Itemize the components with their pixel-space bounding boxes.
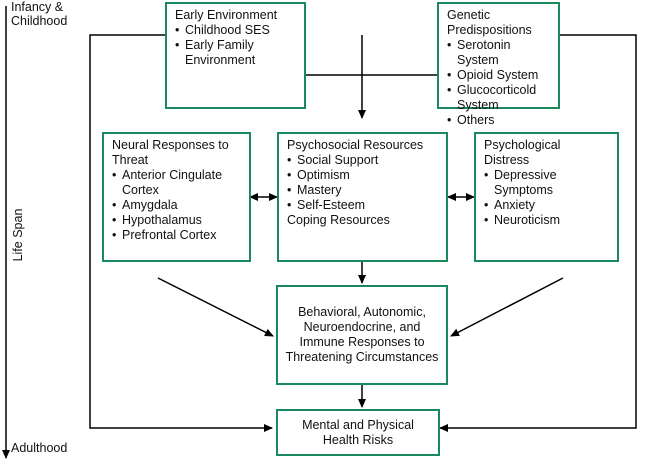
- behavioral-responses-box: Behavioral, Autonomic, Neuroendocrine, a…: [276, 285, 448, 385]
- box-text: Behavioral, Autonomic, Neuroendocrine, a…: [285, 305, 439, 364]
- list-item: Others: [447, 113, 550, 128]
- list-item: Depressive Symptoms: [484, 168, 609, 198]
- box-footer: Coping Resources: [287, 213, 390, 227]
- item-list: Childhood SES Early Family Environment: [175, 23, 296, 68]
- box-title: Neural Responses to Threat: [112, 138, 229, 167]
- arrow-genetic-to-health: [439, 34, 637, 432]
- list-item: Prefrontal Cortex: [112, 228, 241, 243]
- genetic-predispositions-box: Genetic Predispositions Serotonin System…: [437, 2, 560, 128]
- lifespan-axis-label: Life Span: [11, 208, 25, 262]
- list-item: Neuroticism: [484, 213, 609, 228]
- neural-responses-box: Neural Responses to Threat Anterior Cing…: [102, 132, 251, 262]
- psychosocial-resources-box: Psychosocial Resources Social Support Op…: [277, 132, 448, 262]
- list-item: Anxiety: [484, 198, 609, 213]
- list-item: Early Family Environment: [175, 38, 296, 68]
- list-item: Optimism: [287, 168, 438, 183]
- psychological-distress-box: Psychological Distress Depressive Sympto…: [474, 132, 619, 262]
- box-title: Genetic Predispositions: [447, 8, 532, 37]
- lifespan-end-label: Adulthood: [11, 441, 68, 455]
- early-environment-box: Early Environment Childhood SES Early Fa…: [165, 2, 306, 109]
- item-list: Serotonin System Opioid System Glucocort…: [447, 38, 550, 128]
- arrow-neural-to-behavioral: [157, 277, 274, 337]
- list-item: Serotonin System: [447, 38, 550, 68]
- box-text: Mental and Physical Health Risks: [302, 417, 414, 447]
- list-item: Opioid System: [447, 68, 550, 83]
- item-list: Social Support Optimism Mastery Self-Est…: [287, 153, 438, 213]
- item-list: Depressive Symptoms Anxiety Neuroticism: [484, 168, 609, 228]
- list-item: Glucocorticold System: [447, 83, 550, 113]
- list-item: Amygdala: [112, 198, 241, 213]
- lifespan-start-label: Infancy & Childhood: [11, 0, 68, 28]
- list-item: Mastery: [287, 183, 438, 198]
- list-item: Childhood SES: [175, 23, 296, 38]
- box-title: Psychological Distress: [484, 138, 561, 167]
- arrow-early-env-to-health: [89, 34, 273, 432]
- box-title: Psychosocial Resources: [287, 138, 424, 152]
- list-item: Self-Esteem: [287, 198, 438, 213]
- list-item: Anterior Cingulate Cortex: [112, 168, 241, 198]
- list-item: Social Support: [287, 153, 438, 168]
- item-list: Anterior Cingulate Cortex Amygdala Hypot…: [112, 168, 241, 243]
- list-item: Hypothalamus: [112, 213, 241, 228]
- box-title: Early Environment: [175, 8, 278, 22]
- health-risks-box: Mental and Physical Health Risks: [276, 409, 440, 456]
- arrow-distress-to-behavioral: [450, 277, 564, 337]
